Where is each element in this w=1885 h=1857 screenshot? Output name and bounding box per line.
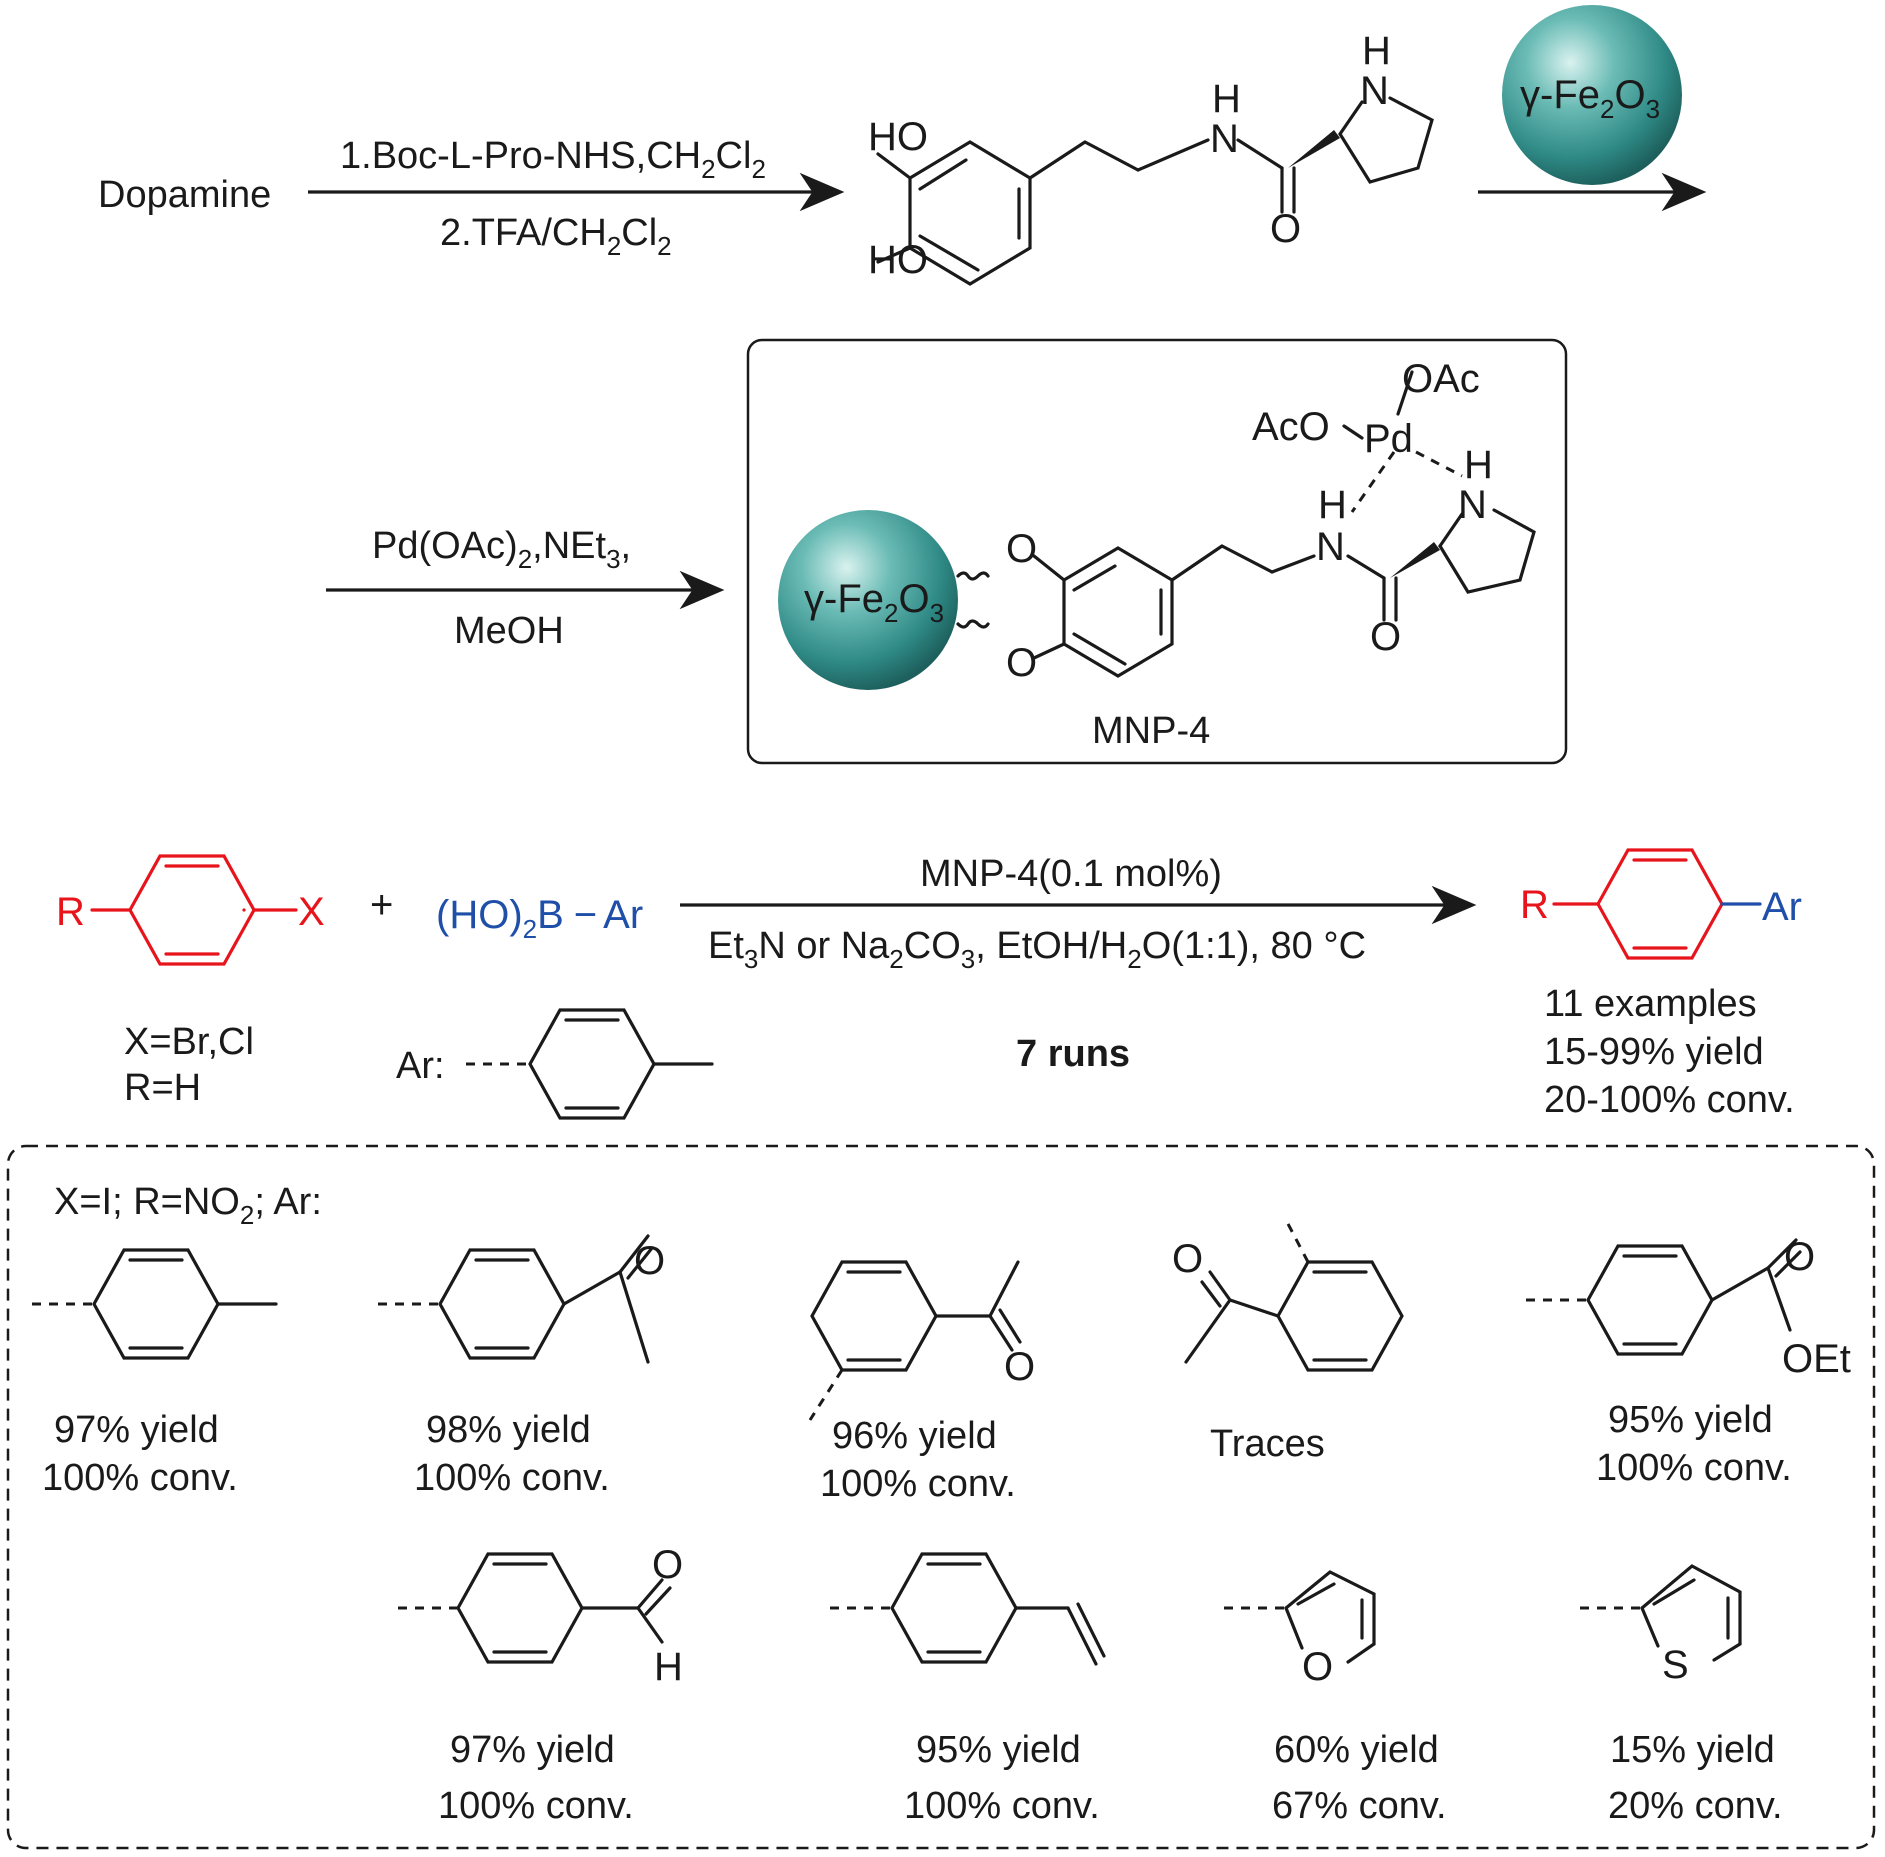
runs-label: 7 runs xyxy=(1016,1033,1130,1075)
mnp4-structure: γ-Fe2O3 xyxy=(778,370,1536,690)
scope-header: X=I; R=NO2; Ar: xyxy=(54,1181,322,1230)
scope-atom-h-6: H xyxy=(654,1645,683,1689)
scope-atom-o-8: O xyxy=(1302,1645,1333,1689)
scope-yield-9: 15% yield xyxy=(1610,1729,1775,1771)
scope-structure-2-thienyl xyxy=(1580,1564,1742,1662)
scope-structure-4-acetyl xyxy=(378,1234,654,1364)
boronic-acid: (HO)2B−Ar xyxy=(436,893,643,944)
atom-oac: OAc xyxy=(1402,357,1480,401)
scope-atom-o-2: O xyxy=(634,1239,665,1283)
aryl-halide-ring xyxy=(90,854,298,966)
step1-condition-1: 1.Boc-L-Pro-NHS,CH2Cl2 xyxy=(340,135,766,184)
atom-pyrrolidine-n: N xyxy=(1360,69,1389,113)
coupling-condition-top: MNP-4(0.1 mol%) xyxy=(920,853,1222,895)
atom-pyrrolidine-h: H xyxy=(1362,29,1391,73)
scope-yield-6: 97% yield xyxy=(450,1729,615,1771)
scope-structure-2-furyl xyxy=(1224,1570,1376,1664)
plus-sign: + xyxy=(370,883,393,927)
scope-conv-7: 100% conv. xyxy=(904,1785,1100,1827)
atom-ho-top: HO xyxy=(868,115,928,159)
scope-atom-o-6: O xyxy=(652,1543,683,1587)
scope-atom-o-5: O xyxy=(1784,1235,1815,1279)
scope-atom-o-3: O xyxy=(1004,1345,1035,1389)
scope-conv-6: 100% conv. xyxy=(438,1785,634,1827)
scope-conv-1: 100% conv. xyxy=(42,1457,238,1499)
step1-condition-2: 2.TFA/CH2Cl2 xyxy=(440,212,672,261)
scope-conv-5: 100% conv. xyxy=(1596,1447,1792,1489)
atom-o-top: O xyxy=(1006,527,1037,571)
atom-mnp-carbonyl-o: O xyxy=(1370,615,1401,659)
atom-carbonyl-o: O xyxy=(1270,207,1301,251)
xr-line-1: X=Br,Cl xyxy=(124,1021,254,1063)
product-ar: Ar xyxy=(1762,885,1802,929)
scope-structure-2-acetyl xyxy=(1184,1219,1404,1372)
ar-tolyl-structure xyxy=(466,1008,714,1120)
coupling-condition-bottom: Et3N or Na2CO3, EtOH/H2O(1:1), 80 °C xyxy=(708,925,1366,974)
scope-yield-2: 98% yield xyxy=(426,1409,591,1451)
atom-mnp-pyrrolidine-n: N xyxy=(1458,483,1487,527)
fe2o3-particle-top: γ-Fe2O3 xyxy=(1502,5,1682,185)
svg-text:γ-Fe2O3: γ-Fe2O3 xyxy=(804,577,944,628)
atom-o-bottom: O xyxy=(1006,641,1037,685)
ar-label: Ar: xyxy=(396,1045,445,1087)
atom-aco: AcO xyxy=(1252,405,1330,449)
scope-yield-4: Traces xyxy=(1210,1423,1325,1465)
catalyst-name: MNP-4 xyxy=(1092,710,1210,752)
result-line-1: 11 examples xyxy=(1544,983,1757,1025)
scope-structure-tolyl xyxy=(32,1248,278,1360)
scope-atom-s-9: S xyxy=(1662,1643,1689,1687)
scope-atom-oet-5: OEt xyxy=(1782,1337,1851,1381)
scope-yield-7: 95% yield xyxy=(916,1729,1081,1771)
atom-mnp-amide-h: H xyxy=(1318,483,1347,527)
scope-yield-8: 60% yield xyxy=(1274,1729,1439,1771)
step2-condition-1: Pd(OAc)2,NEt3, xyxy=(372,525,631,574)
scope-yield-1: 97% yield xyxy=(54,1409,219,1451)
scope-box xyxy=(6,1144,1876,1850)
scope-yield-5: 95% yield xyxy=(1608,1399,1773,1441)
atom-mnp-amide-n: N xyxy=(1316,525,1345,569)
scope-structure-4-vinyl xyxy=(830,1552,1106,1666)
scope-conv-3: 100% conv. xyxy=(820,1463,1016,1505)
scope-atom-o-4: O xyxy=(1172,1237,1203,1281)
scope-structure-4-ester xyxy=(1526,1238,1802,1356)
atom-mnp-pyrrolidine-h: H xyxy=(1464,443,1493,487)
prolinamide-dopamine-molecule xyxy=(876,96,1434,286)
scope-structure-4-formyl xyxy=(398,1552,672,1664)
product-r: R xyxy=(1520,883,1549,927)
catalyst-box xyxy=(746,338,1568,765)
step2-condition-2: MeOH xyxy=(454,610,564,652)
scope-conv-2: 100% conv. xyxy=(414,1457,610,1499)
scope-conv-8: 67% conv. xyxy=(1272,1785,1447,1827)
result-line-2: 15-99% yield xyxy=(1544,1031,1764,1073)
atom-pd: Pd xyxy=(1364,417,1413,461)
reactant-r: R xyxy=(56,890,85,934)
atom-ho-bottom: HO xyxy=(868,238,928,282)
product-ring xyxy=(1552,848,1762,960)
scope-conv-9: 20% conv. xyxy=(1608,1785,1783,1827)
scope-structure-3-acetyl xyxy=(808,1260,1022,1421)
atom-amide-h: H xyxy=(1212,77,1241,121)
svg-text:γ-Fe2O3: γ-Fe2O3 xyxy=(1520,73,1660,124)
dopamine-label: Dopamine xyxy=(98,174,271,216)
atom-amide-n: N xyxy=(1210,117,1239,161)
reactant-x: X xyxy=(298,890,325,934)
result-line-3: 20-100% conv. xyxy=(1544,1079,1795,1121)
xr-line-2: R=H xyxy=(124,1067,201,1109)
scope-yield-3: 96% yield xyxy=(832,1415,997,1457)
